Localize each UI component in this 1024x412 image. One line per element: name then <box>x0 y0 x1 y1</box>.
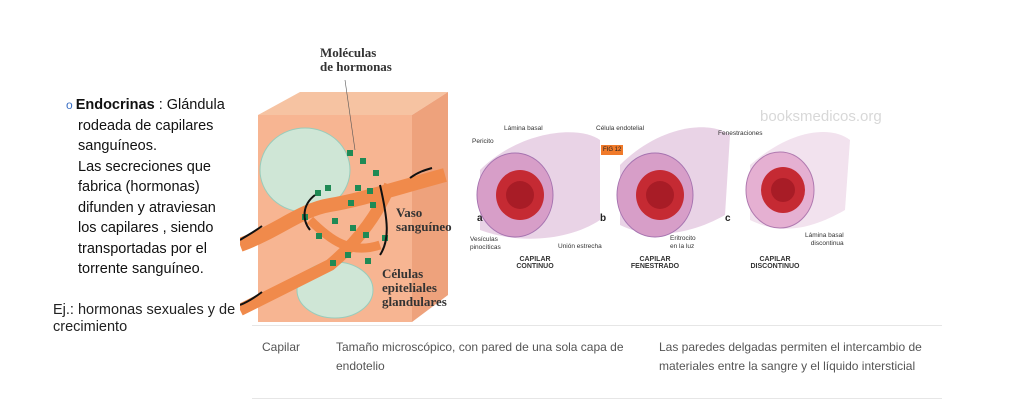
label-pericito: Pericito <box>472 138 494 145</box>
label-lamina-basal: Lámina basal <box>504 125 543 132</box>
bullet-icon: o <box>66 98 73 112</box>
label-union: Unión estrecha <box>558 243 602 250</box>
panel-letter-c: c <box>725 213 731 224</box>
watermark: booksmedicos.org <box>760 108 882 125</box>
cell-function: Las paredes delgadas permiten el interca… <box>659 340 922 373</box>
panel-letter-b: b <box>600 213 607 224</box>
table-row: Capilar Tamaño microscópico, con pared d… <box>252 325 942 399</box>
example-text: Ej.: hormonas sexuales y de crecimiento <box>53 302 236 335</box>
capillary-figure: booksmedicos.org FIG 12 Lámina basal Per… <box>460 108 882 280</box>
cell-vessel: Capilar <box>262 340 301 354</box>
term: Endocrinas <box>75 97 155 113</box>
cell-structure: Tamaño microscópico, con pared de una so… <box>336 340 624 373</box>
panel-letter-a: a <box>477 213 483 224</box>
gland-illustration <box>237 79 448 322</box>
fig-badge: FIG 12 <box>601 145 624 155</box>
capillary-illustration <box>476 127 850 239</box>
label-celula-endotelial: Célula endotelial <box>596 125 645 132</box>
label-fenestraciones: Fenestraciones <box>718 130 763 137</box>
